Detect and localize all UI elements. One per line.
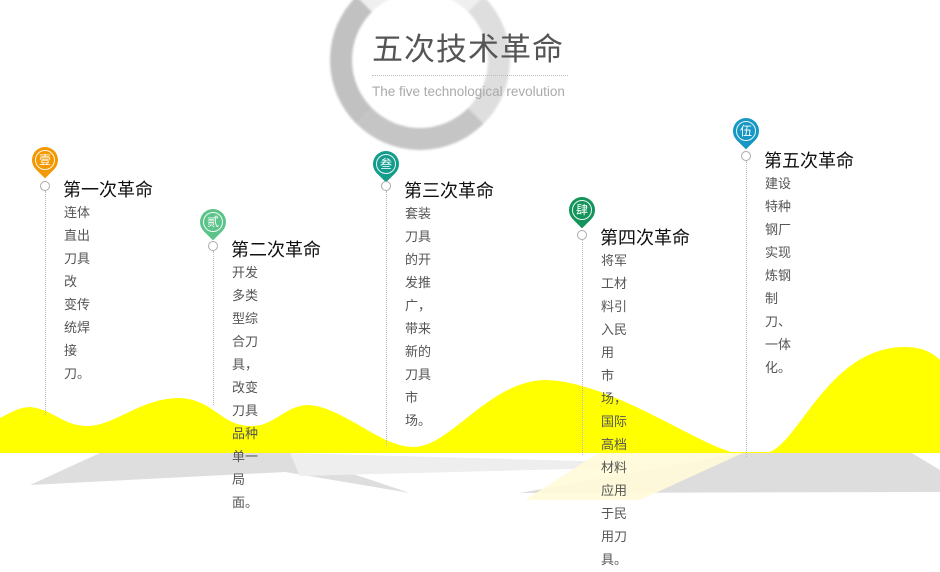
hills-background: [0, 347, 940, 500]
step-title: 第三次革命: [404, 181, 494, 202]
page-subtitle: The five technological revolution: [372, 84, 565, 99]
timeline-line: [582, 240, 583, 455]
step-description: 将军工材料引入民用市场，国际高档材料应用于民用刀具。: [601, 250, 627, 572]
step-title: 第四次革命: [600, 228, 690, 249]
step-description: 套装刀具的开发推广， 带来新的刀具市场。: [405, 203, 431, 433]
description-line: 将军工材料引入民用: [601, 254, 628, 361]
timeline-dot: [741, 151, 751, 161]
description-line: 连体直出刀具改: [64, 206, 91, 290]
description-line: 开发多类型综合刀: [232, 266, 259, 350]
badge-label: 伍: [736, 121, 756, 141]
description-line: 建设特种钢厂实现炼钢: [765, 177, 792, 284]
shadow-4: [525, 452, 745, 500]
description-line: 市场，国际高档材料: [601, 369, 628, 476]
step-description: 建设特种钢厂实现炼钢制刀、一体化。: [765, 173, 791, 380]
timeline-line: [746, 161, 747, 457]
timeline-dot: [381, 181, 391, 191]
description-line: 变传统焊接刀。: [64, 298, 91, 382]
description-line: 带来新的刀具市场。: [405, 322, 432, 429]
yellow-hills: [0, 347, 940, 453]
step-title: 第五次革命: [764, 151, 854, 172]
badge-label: 叁: [376, 154, 396, 174]
badge-label: 壹: [35, 150, 55, 170]
description-line: 单一局面。: [232, 450, 259, 511]
step-title: 第二次革命: [231, 240, 321, 261]
timeline-dot: [40, 181, 50, 191]
timeline-line: [213, 251, 214, 405]
description-line: 具，改变刀具品种: [232, 358, 259, 442]
timeline-dot: [577, 230, 587, 240]
step-description: 连体直出刀具改变传统焊接刀。: [64, 202, 90, 386]
page-title: 五次技术革命: [372, 32, 564, 68]
description-line: 应用于民用刀具。: [601, 484, 628, 568]
timeline-dot: [208, 241, 218, 251]
title-divider: [372, 75, 568, 76]
description-line: 套装刀具的开发推广，: [405, 207, 432, 314]
step-title: 第一次革命: [63, 180, 153, 201]
step-description: 开发多类型综合刀具，改变刀具品种单一局面。: [232, 262, 258, 515]
timeline-line: [45, 191, 46, 415]
timeline-line: [386, 191, 387, 445]
badge-label: 贰: [203, 212, 223, 232]
description-line: 制刀、一体化。: [765, 292, 792, 376]
shadow-2: [290, 453, 725, 476]
badge-label: 肆: [572, 200, 592, 220]
